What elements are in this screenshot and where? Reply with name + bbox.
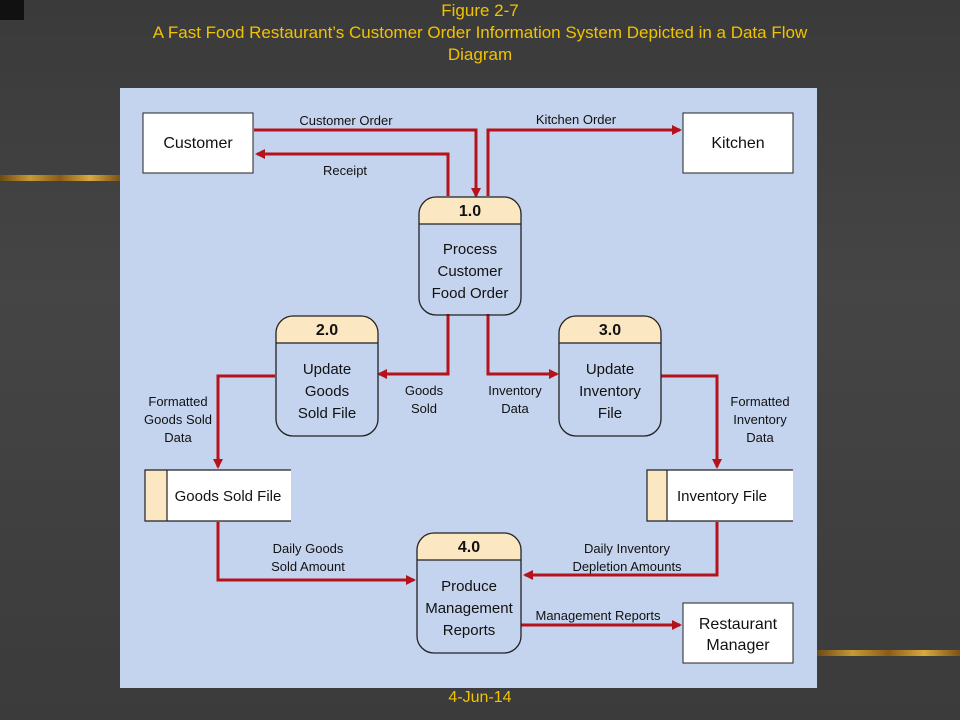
process-3-line-2: Inventory [579,383,641,400]
title-line-1: A Fast Food Restaurant’s Customer Order … [152,23,808,42]
label-formatted-goods-1: Formatted [148,394,207,409]
label-inventory-data-1: Inventory [488,383,542,398]
flow-receipt [255,149,450,196]
label-customer-order: Customer Order [299,113,393,128]
flow-daily-inventory [523,522,719,580]
label-formatted-inventory-2: Inventory [733,412,787,427]
label-receipt: Receipt [323,163,367,178]
flow-customer-order [254,128,481,198]
process-1-line-3: Food Order [432,285,509,302]
label-kitchen-order: Kitchen Order [536,112,617,127]
flow-daily-goods-sold [216,522,416,585]
process-1: 1.0 Process Customer Food Order [418,196,522,316]
process-1-line-1: Process [443,241,497,258]
flow-formatted-goods-sold [213,374,275,469]
process-3-line-3: File [598,405,622,422]
process-4-line-2: Management [425,600,513,617]
process-2: 2.0 Update Goods Sold File [275,315,379,437]
flow-formatted-inventory [661,374,722,469]
process-4-line-3: Reports [443,622,496,639]
entity-kitchen: Kitchen [682,112,794,174]
process-3-number: 3.0 [599,322,621,339]
process-2-line-1: Update [303,361,351,378]
label-formatted-goods-3: Data [164,430,192,445]
title-line-2: Diagram [447,45,513,64]
label-daily-inventory-2: Depletion Amounts [572,559,682,574]
label-daily-inventory-1: Daily Inventory [584,541,670,556]
label-inventory-data-2: Data [501,401,529,416]
label-formatted-goods-2: Goods Sold [144,412,212,427]
process-3: 3.0 Update Inventory File [558,315,662,437]
entity-kitchen-label: Kitchen [711,135,764,152]
process-1-number: 1.0 [459,203,481,220]
entity-manager-label-2: Manager [706,637,770,654]
entity-manager-label-1: Restaurant [699,616,778,633]
label-daily-goods-2: Sold Amount [271,559,345,574]
label-formatted-inventory-1: Formatted [730,394,789,409]
process-2-line-3: Sold File [298,405,356,422]
process-3-line-1: Update [586,361,634,378]
datastore-inventory: Inventory File [646,469,793,522]
datastore-inventory-label: Inventory File [677,488,767,505]
process-1-line-2: Customer [437,263,502,280]
process-4-number: 4.0 [458,539,480,556]
process-4-line-1: Produce [441,578,497,595]
process-2-number: 2.0 [316,322,338,339]
label-daily-goods-1: Daily Goods [273,541,344,556]
figure-number: Figure 2-7 [441,1,519,20]
entity-customer: Customer [142,112,254,174]
decorative-stripe-right [817,650,960,656]
entity-customer-label: Customer [163,135,233,152]
slide-date: 4-Jun-14 [448,689,512,706]
decorative-stripe-left [0,175,120,181]
slide-title: Figure 2-7 A Fast Food Restaurant’s Cust… [0,0,960,66]
label-goods-sold-1: Goods [405,383,444,398]
flow-inventory-data [486,314,559,379]
flow-kitchen-order [486,125,682,196]
process-2-line-2: Goods [305,383,349,400]
process-4: 4.0 Produce Management Reports [416,532,522,654]
datastore-goods-sold-label: Goods Sold File [175,488,282,505]
datastore-goods-sold: Goods Sold File [144,469,291,522]
flow-goods-sold [377,314,450,379]
label-management-reports: Management Reports [535,608,661,623]
label-formatted-inventory-3: Data [746,430,774,445]
entity-restaurant-manager: Restaurant Manager [682,602,794,664]
corner-block [0,0,24,20]
data-flow-diagram: Customer Kitchen Restaurant Manager 1.0 … [120,88,817,688]
label-goods-sold-2: Sold [411,401,437,416]
